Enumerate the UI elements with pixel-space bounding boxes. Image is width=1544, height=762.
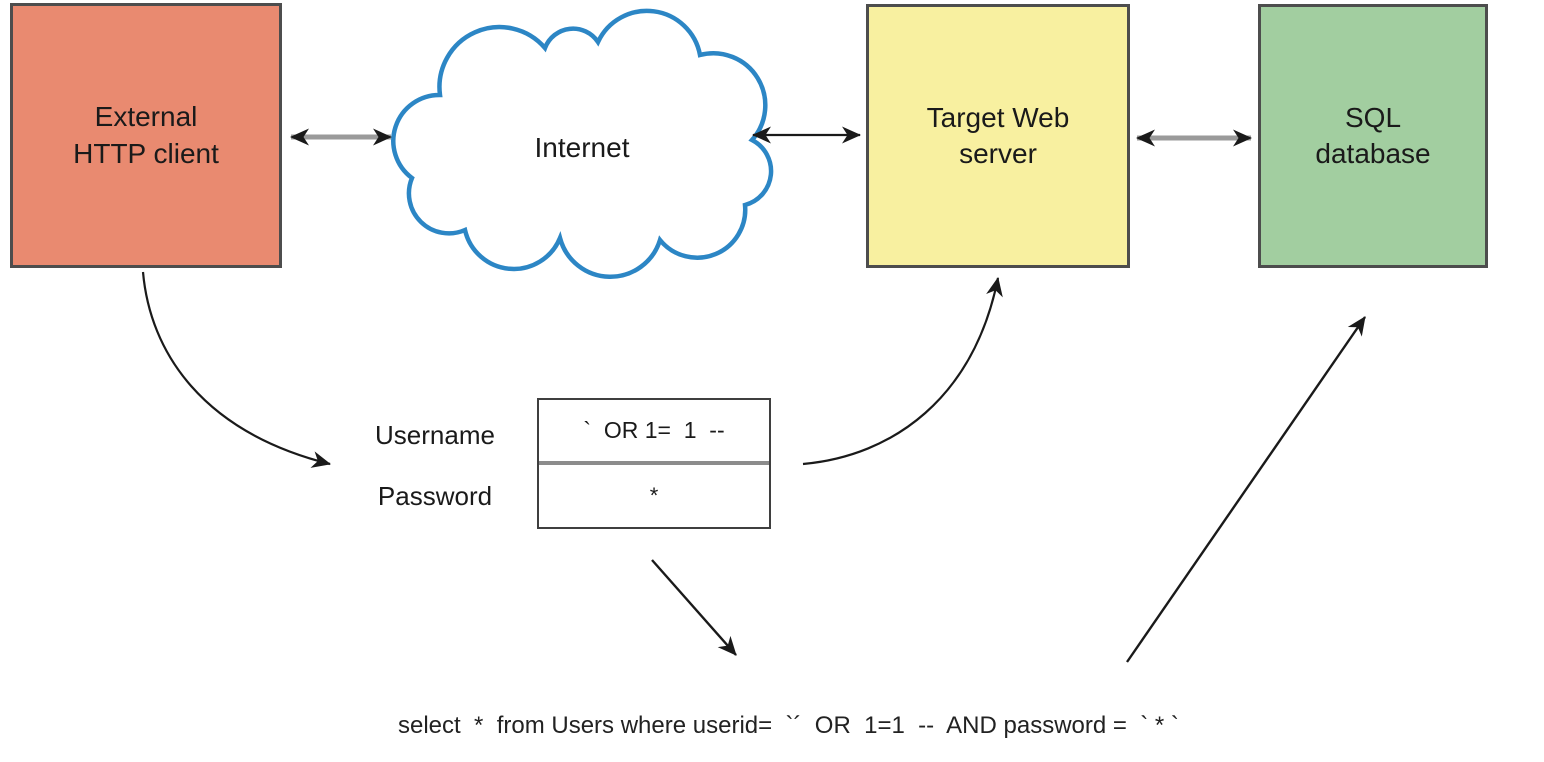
arrow-form-to-query [651,559,737,656]
arrow-form-to-server [802,277,1003,466]
sql-query-text: select * from Users where userid= `´ OR … [398,712,1179,739]
sql-database-label-line2: database [1315,138,1431,169]
password-field-label: Password [377,481,493,511]
login-form: ` OR 1= 1 -- * [537,398,771,529]
sql-database-label-line1: SQL [1344,101,1402,133]
form-row-divider [539,461,769,465]
web-server-label: Target Web server [927,100,1070,173]
sql-database-box: SQL database [1258,4,1488,268]
sql-database-label: SQL database [1315,100,1430,173]
arrow-client-to-form [141,271,331,468]
web-server-label-line1: Target Web [926,101,1070,133]
client-label-line2: HTTP client [73,137,219,169]
internet-label: Internet [534,132,630,163]
client-box: External HTTP client [10,3,282,268]
web-server-label-line2: server [959,138,1037,169]
client-label-line1: External [94,101,198,133]
client-label: External HTTP client [73,99,219,172]
username-field-label: Username [375,420,495,450]
username-field: ` OR 1= 1 -- [583,417,725,443]
web-server-box: Target Web server [866,4,1130,268]
arrow-query-to-database [1126,316,1366,663]
password-field: * [649,483,659,508]
